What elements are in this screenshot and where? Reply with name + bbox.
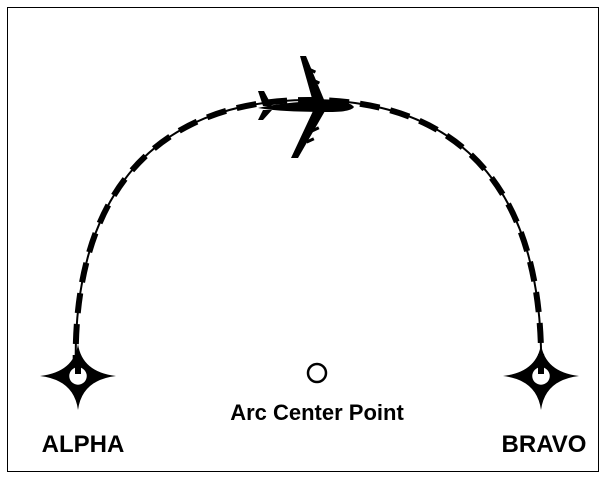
arc-course-dashes [72,96,545,376]
waypoint-alpha-icon [40,344,116,410]
figure-frame [7,7,599,472]
waypoint-bravo-label: BRAVO [502,431,587,458]
arc-center-point-label: Arc Center Point [230,400,404,425]
arc-center-point-icon [306,362,328,384]
waypoint-alpha-label: ALPHA [42,431,125,458]
waypoint-bravo-icon [503,344,579,410]
airplane-icon [258,56,354,158]
